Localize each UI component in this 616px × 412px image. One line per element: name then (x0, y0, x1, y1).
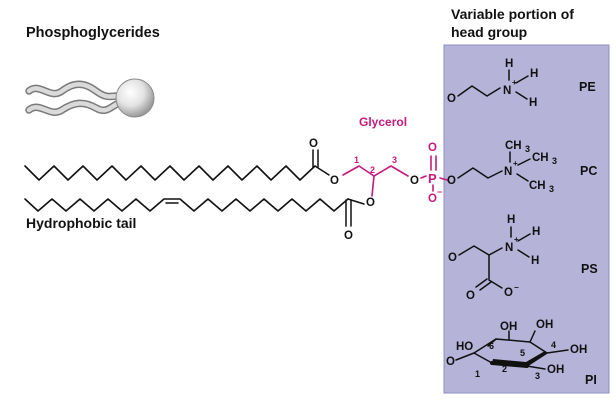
pi-oxygen: O (446, 356, 455, 368)
pc-nitrogen: N (504, 166, 512, 178)
pi-oh-top-right: OH (536, 319, 553, 331)
pi-ho-c6: HO (456, 341, 473, 353)
glycerol-label: Glycerol (359, 115, 407, 129)
pi-oh-c3: OH (547, 364, 564, 376)
svg-text:3: 3 (549, 184, 554, 194)
pi-oh-top-left: OH (500, 321, 517, 333)
phosphate-double-oxygen: O (428, 142, 437, 154)
pe-label: PE (579, 80, 596, 94)
head-group-pe: O N + H H H PE (447, 58, 596, 109)
phosphate-charge: − (437, 187, 442, 197)
ps-nitrogen: N (505, 242, 513, 254)
svg-text:H: H (529, 97, 537, 109)
svg-text:+: + (514, 235, 519, 244)
svg-text:CH: CH (505, 140, 522, 152)
svg-text:1: 1 (475, 369, 480, 379)
ps-oxygen: O (448, 252, 457, 264)
ps-label: PS (581, 262, 598, 276)
svg-text:CH: CH (532, 152, 549, 164)
head-group-title-line1: Variable portion of (451, 6, 574, 22)
svg-text:4: 4 (551, 340, 556, 350)
phospholipid-icon (25, 78, 155, 118)
pi-oh-c4: OH (570, 344, 587, 356)
head-group-pi: O HO OH OH OH OH 1 2 3 4 5 6 PI (446, 319, 597, 387)
glycerol-c3: 3 (392, 155, 397, 165)
unsaturated-fatty-acid-chain (24, 198, 349, 212)
pe-nitrogen: N (503, 85, 511, 97)
ps-carboxylate-oxygen: O (504, 287, 513, 299)
svg-text:3: 3 (525, 144, 530, 154)
pc-label: PC (580, 164, 597, 178)
svg-text:H: H (532, 226, 540, 238)
phosphorus-atom: P (428, 171, 437, 186)
phosphate-minus-oxygen: O (428, 193, 437, 205)
pc-oxygen: O (447, 175, 456, 187)
head-group-pc: O N + CH 3 CH 3 CH 3 PC (447, 140, 597, 194)
pi-label: PI (585, 373, 597, 387)
svg-text:3: 3 (552, 156, 557, 166)
pe-oxygen: O (447, 93, 456, 105)
svg-text:+: + (512, 78, 517, 87)
glycerol-backbone (342, 165, 409, 177)
upper-carbonyl-oxygen: O (309, 138, 318, 150)
svg-text:H: H (531, 255, 539, 267)
head-group-title-line2: head group (451, 24, 527, 40)
glycerol-c2: 2 (370, 165, 375, 175)
bridging-oxygen: O (410, 175, 419, 187)
title: Phosphoglycerides (26, 25, 160, 41)
svg-text:2: 2 (502, 364, 507, 374)
lower-carbonyl-oxygen: O (344, 230, 353, 242)
glycerol-c1: 1 (354, 155, 359, 165)
svg-text:H: H (530, 68, 538, 80)
svg-text:+: + (513, 159, 518, 168)
head-group-panel (443, 44, 610, 394)
svg-text:H: H (507, 214, 515, 226)
hydrophobic-tail-label: Hydrophobic tail (26, 215, 136, 231)
head-group-ps: O N + H H H O O − PS (448, 214, 598, 302)
svg-text:−: − (514, 283, 519, 292)
ps-carbonyl-oxygen: O (466, 290, 475, 302)
lower-ester-oxygen: O (366, 197, 375, 209)
svg-text:3: 3 (535, 371, 540, 381)
svg-text:6: 6 (489, 341, 494, 351)
upper-ester-oxygen: O (330, 175, 339, 187)
svg-text:5: 5 (520, 348, 525, 358)
saturated-fatty-acid-chain (24, 165, 316, 181)
svg-text:CH: CH (529, 180, 546, 192)
svg-text:H: H (505, 58, 513, 70)
